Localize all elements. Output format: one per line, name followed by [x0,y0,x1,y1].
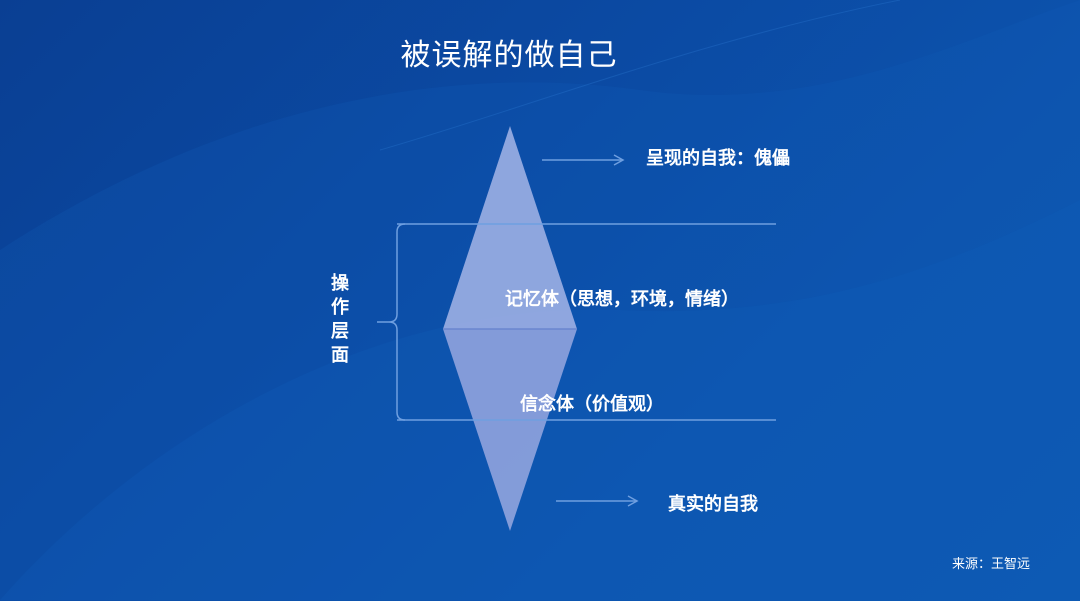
operation-layer-label: 操 作 层 面 [328,272,352,368]
arrow-true-self [556,495,639,507]
label-true-self: 真实的自我 [668,494,758,515]
operation-char-3: 层 [331,321,349,342]
diamond-upper [443,126,577,329]
arrow-presented-self [542,154,625,166]
label-belief: 信念体（价值观） [520,394,664,415]
label-memory: 记忆体（思想，环境，情绪） [505,289,739,310]
operation-char-2: 作 [331,297,349,318]
operation-char-1: 操 [331,273,349,294]
diamond-lower [443,329,577,531]
operation-char-4: 面 [331,345,349,366]
page-title: 被误解的做自己 [400,38,618,73]
source-credit: 来源：王智远 [951,557,1030,572]
label-presented-self: 呈现的自我：傀儡 [646,148,790,169]
operation-bracket [377,223,406,421]
